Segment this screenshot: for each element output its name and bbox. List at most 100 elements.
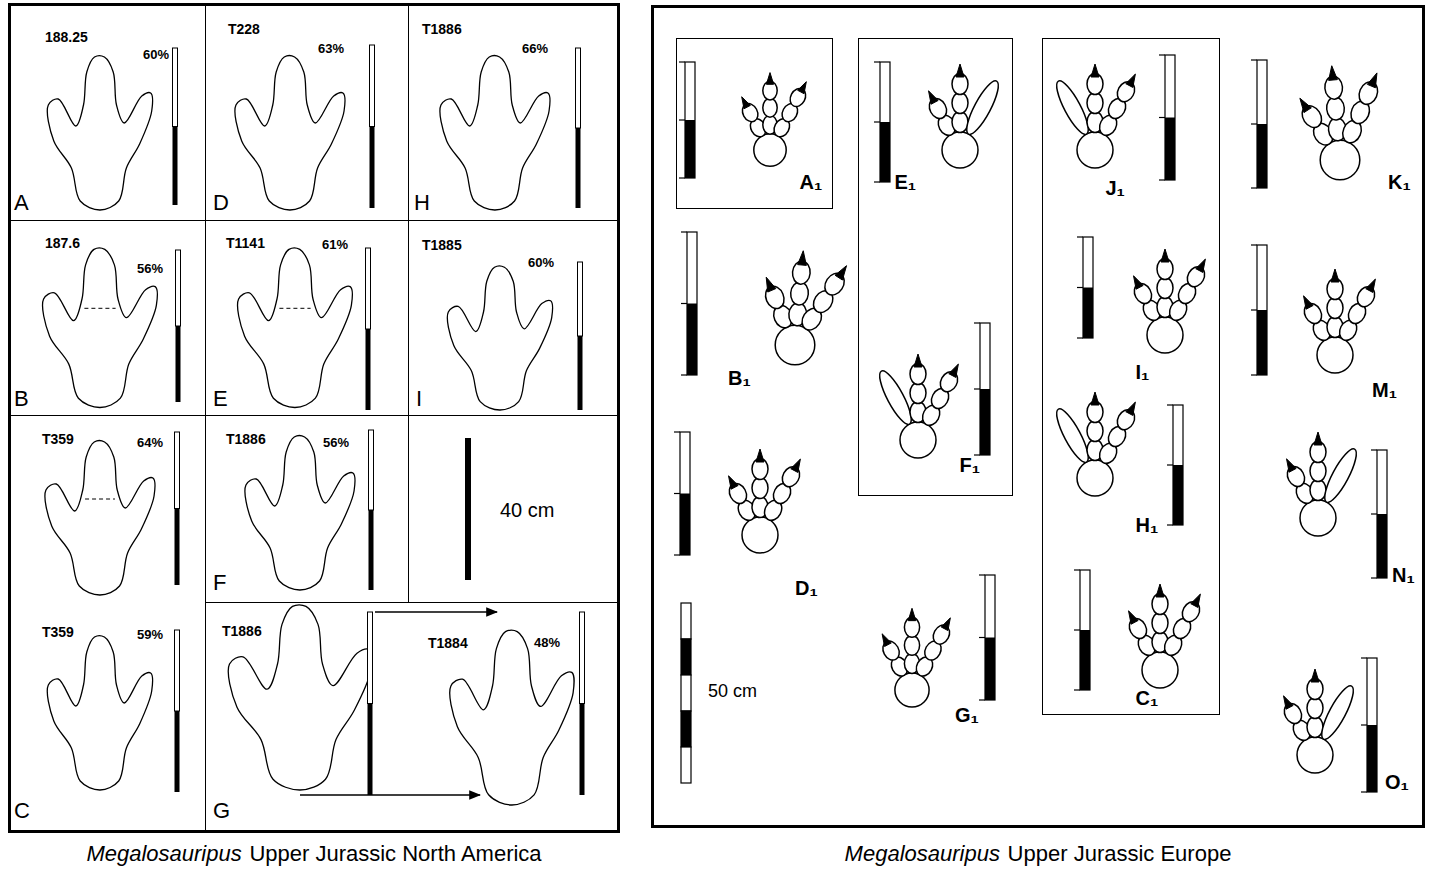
- scale-bar: [175, 432, 180, 509]
- specimen-number: T1885: [422, 238, 462, 252]
- scale-tick: [1251, 59, 1257, 60]
- scale-bar: [370, 45, 375, 127]
- claw-mark: [729, 476, 739, 489]
- footprint-pads: [1051, 64, 1138, 168]
- figure-letter: I: [416, 388, 422, 410]
- scale-tick: [674, 493, 680, 494]
- figure-letter: A₁: [800, 172, 823, 192]
- percentage-label: 61%: [322, 238, 348, 251]
- figure-letter: H: [414, 192, 430, 214]
- panel-caption: MegalosauripusUpper Jurassic North Ameri…: [8, 842, 620, 866]
- claw-mark: [1161, 249, 1169, 262]
- heel-pad: [1320, 140, 1360, 180]
- claw-mark: [742, 97, 751, 109]
- heel-pad: [1077, 460, 1113, 496]
- digit-pad: [952, 112, 968, 133]
- claw-mark: [882, 634, 891, 647]
- scale-bar: [1165, 118, 1175, 181]
- digit-pad: [1301, 300, 1325, 326]
- scale-tick: [1251, 244, 1257, 245]
- digit-pad: [1307, 717, 1323, 738]
- scale-bar: [578, 262, 583, 336]
- figure-letter: C₁: [1136, 688, 1159, 708]
- scale-tick: [679, 177, 685, 178]
- specimen-cell: T22863%D: [205, 3, 409, 221]
- claw-mark: [1196, 259, 1206, 272]
- scale-bar: [578, 336, 583, 410]
- figure-letter: K₁: [1388, 172, 1411, 192]
- footprint-pads: [762, 251, 848, 365]
- claw-mark: [1304, 296, 1314, 309]
- scale-tick: [874, 121, 880, 122]
- scale-bar: [173, 127, 178, 206]
- digit-pad: [1316, 682, 1358, 742]
- figure-panel: 188.2560%AT22863%DT188666%H187.656%BT114…: [8, 3, 620, 833]
- percentage-label: 64%: [137, 436, 163, 449]
- percentage-label: 56%: [137, 262, 163, 275]
- claw-mark: [1126, 402, 1136, 415]
- scale-tick: [1074, 569, 1080, 570]
- digit-pad: [790, 281, 810, 306]
- scale-tick: [674, 554, 680, 555]
- claw-mark: [1091, 64, 1099, 77]
- heel-pad: [1297, 737, 1333, 773]
- scale-tick: [1251, 309, 1257, 310]
- scale-bar: [369, 510, 374, 590]
- digit-pad: [1326, 96, 1346, 121]
- claw-mark: [1129, 611, 1139, 624]
- digit-pad: [1114, 79, 1138, 105]
- scale-tick: [1371, 449, 1377, 450]
- percentage-label: 63%: [318, 42, 344, 55]
- digit-pad: [926, 95, 950, 121]
- scale-bar: [366, 329, 371, 410]
- scale-bar: [576, 128, 581, 208]
- heel-pad: [1317, 337, 1353, 373]
- specimen-cell: T188666%H: [408, 3, 620, 221]
- claw-mark: [1126, 74, 1136, 87]
- scale-tick: [1361, 657, 1367, 658]
- scale-tick: [1371, 513, 1377, 514]
- scale-bar: [681, 747, 691, 783]
- scale-tick: [1167, 404, 1173, 405]
- scale-tick: [1361, 724, 1367, 725]
- footprint-outline: [235, 56, 345, 210]
- claw-mark: [1287, 459, 1297, 472]
- specimen-cell: 188.2560%A: [8, 3, 206, 221]
- digit-pad: [937, 369, 961, 395]
- scale-tick: [679, 61, 685, 62]
- specimen-cell: T1886T188448%G: [205, 602, 620, 833]
- percentage-label: 60%: [528, 256, 554, 269]
- scale-tick: [979, 699, 985, 700]
- heel-pad: [942, 132, 978, 168]
- digit-pad: [880, 638, 903, 663]
- scale-tick: [1159, 179, 1165, 180]
- figure-panel: A₁E₁F₁J₁I₁H₁C₁MegalosauripusUpper Jurass…: [651, 5, 1425, 828]
- footprint-pads: [1131, 249, 1208, 353]
- specimen-number: T1886: [226, 432, 266, 446]
- scale-bar: [580, 704, 585, 796]
- specimen-cell: T35964%T35959%C: [8, 415, 206, 833]
- comparison-arrow: [300, 794, 480, 796]
- scale-bar: [465, 438, 471, 580]
- footprint-outline: [238, 248, 353, 407]
- scale-bar: [1080, 630, 1090, 690]
- claw-mark: [756, 449, 764, 462]
- percentage-label: 59%: [137, 628, 163, 641]
- footprint-pads: [926, 64, 1004, 168]
- figure-letter: A: [14, 192, 29, 214]
- digit-pad: [779, 464, 803, 490]
- scale-bar: [1165, 55, 1175, 180]
- scale-bar: [369, 430, 374, 510]
- scale-bar: [368, 704, 373, 796]
- footprint-outline: [245, 436, 355, 590]
- illustration-layer: [43, 45, 1387, 805]
- footprint-pads: [1298, 66, 1381, 180]
- figure-letter: J₁: [1106, 178, 1125, 198]
- footprint-pads: [874, 354, 961, 458]
- digit-pad: [1087, 421, 1103, 442]
- footprint-outline: [440, 56, 550, 210]
- footprint-outline: [447, 266, 552, 410]
- scale-bar: [173, 48, 178, 127]
- scale-bar: [687, 304, 697, 376]
- scale-bar: [1080, 570, 1090, 690]
